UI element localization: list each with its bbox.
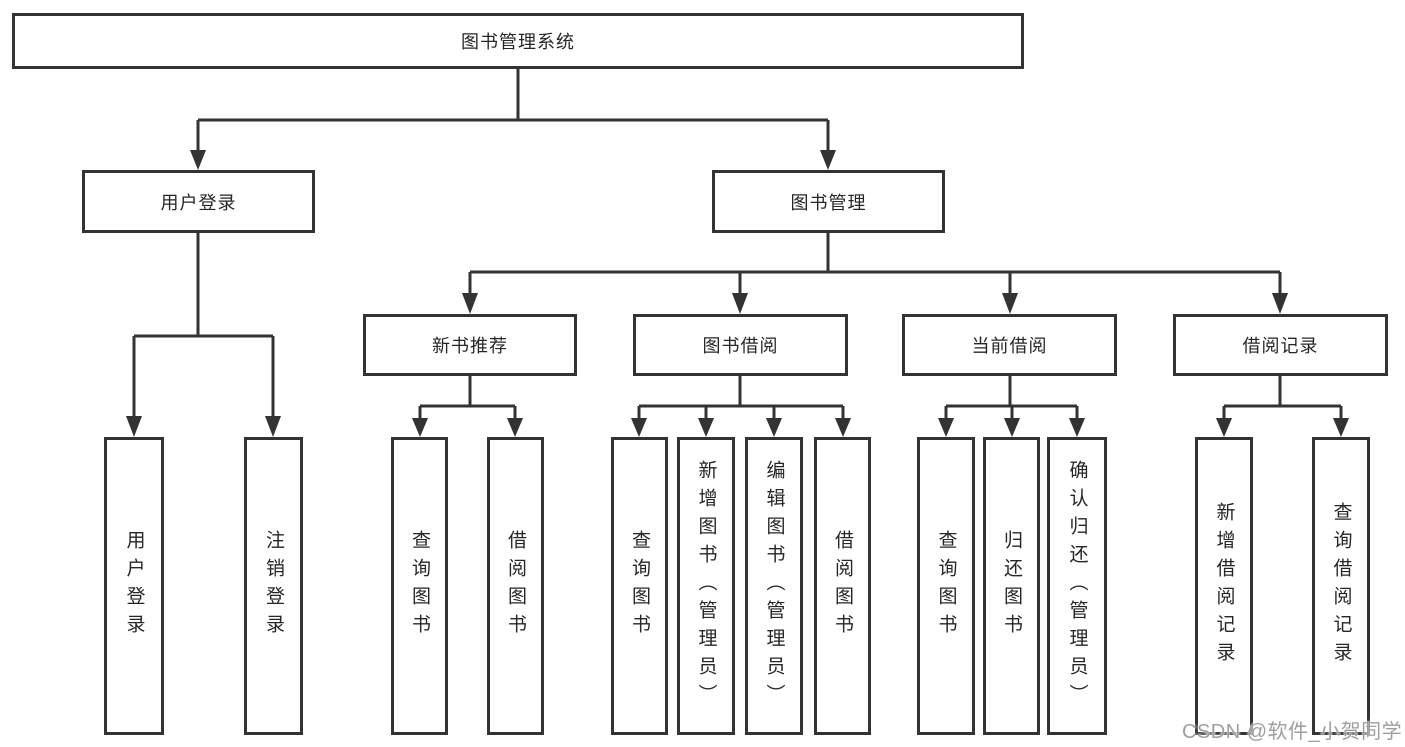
leaf-logout: 注销登录 (244, 437, 303, 735)
node-root-label: 图书管理系统 (461, 32, 575, 52)
leaf-user-login: 用户登录 (104, 437, 164, 735)
node-book-borrow: 图书借阅 (633, 314, 848, 376)
leaf-user-login-label: 用户登录 (123, 530, 145, 642)
leaf-records-query-record: 查询借阅记录 (1312, 437, 1370, 735)
node-book-management: 图书管理 (712, 170, 945, 233)
node-new-book-recommend-label: 新书推荐 (432, 336, 508, 356)
node-borrow-records-label: 借阅记录 (1242, 336, 1319, 356)
leaf-records-add-record: 新增借阅记录 (1195, 437, 1253, 735)
leaf-current-query-books-label: 查询图书 (935, 530, 957, 642)
arrowhead-icons (126, 150, 1349, 437)
leaf-borrow-add-books-label: 新增图书（管理员） (695, 460, 717, 712)
leaf-current-return-books-label: 归还图书 (1001, 530, 1022, 642)
leaf-recommend-query-books-label: 查询图书 (409, 530, 430, 642)
leaf-current-query-books: 查询图书 (917, 437, 975, 735)
leaf-borrow-query-books-label: 查询图书 (629, 530, 650, 642)
node-borrow-records: 借阅记录 (1173, 314, 1388, 376)
leaf-borrow-borrow-books: 借阅图书 (814, 437, 871, 735)
leaf-current-confirm-return: 确认归还（管理员） (1047, 437, 1107, 735)
leaf-recommend-borrow-books-label: 借阅图书 (505, 530, 526, 642)
leaf-borrow-borrow-books-label: 借阅图书 (832, 530, 853, 642)
leaf-records-add-record-label: 新增借阅记录 (1213, 502, 1235, 670)
leaf-borrow-query-books: 查询图书 (611, 437, 668, 735)
csdn-watermark: CSDN @软件_小贺同学 (1182, 721, 1403, 743)
leaf-borrow-edit-books-label: 编辑图书（管理员） (763, 460, 785, 712)
node-root: 图书管理系统 (12, 13, 1024, 69)
node-book-management-label: 图书管理 (790, 192, 867, 213)
leaf-records-query-record-label: 查询借阅记录 (1330, 502, 1352, 670)
leaf-recommend-borrow-books: 借阅图书 (487, 437, 544, 735)
leaf-current-confirm-return-label: 确认归还（管理员） (1066, 460, 1088, 712)
leaf-logout-label: 注销登录 (263, 530, 284, 642)
node-user-login-label: 用户登录 (160, 192, 237, 213)
node-book-borrow-label: 图书借阅 (702, 336, 779, 356)
leaf-borrow-edit-books: 编辑图书（管理员） (745, 437, 803, 735)
node-current-borrow: 当前借阅 (902, 314, 1117, 376)
node-user-login: 用户登录 (82, 170, 315, 233)
node-current-borrow-label: 当前借阅 (971, 336, 1048, 356)
node-new-book-recommend: 新书推荐 (363, 314, 577, 376)
leaf-current-return-books: 归还图书 (983, 437, 1040, 735)
leaf-borrow-add-books: 新增图书（管理员） (677, 437, 735, 735)
leaf-recommend-query-books: 查询图书 (391, 437, 448, 735)
